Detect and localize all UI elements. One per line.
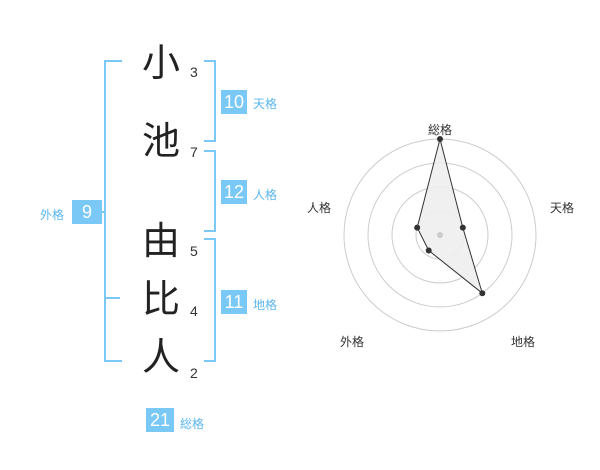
radar-label-chikaku: 地格 [511,334,535,349]
tenkaku-bracket [204,60,216,142]
radar-shape [416,138,484,295]
soukaku-badge: 21 [146,408,174,432]
chikaku-bracket [204,238,216,362]
radar-label-soukaku: 総格 [428,122,452,137]
radar-label-jinkaku: 人格 [307,200,331,215]
stroke-count-4: 4 [190,303,198,319]
jinkaku-bracket [204,150,216,232]
soukaku-label: 総格 [180,417,205,431]
outer-bracket [104,60,122,362]
jinkaku-badge: 12 [221,180,247,204]
gaikaku-badge: 9 [72,200,102,224]
radar-label-tenkaku: 天格 [550,200,574,215]
name-char-5: 人 [141,335,180,379]
stroke-count-2: 7 [190,144,198,160]
radar-point [459,224,466,231]
tenkaku-label: 天格 [253,97,278,111]
name-char-2: 池 [141,119,180,163]
radar-chart: 総格 天格 地格 外格 人格 [307,122,574,349]
outer-bracket-join [104,297,120,299]
radar-point [414,224,421,231]
gaikaku-label: 外格 [40,208,65,222]
tenkaku-badge: 10 [221,90,247,114]
name-char-4: 比 [141,277,180,321]
jinkaku-label: 人格 [253,188,278,202]
name-char-1: 小 [141,41,180,85]
name-char-3: 由 [141,219,180,263]
radar-point [437,136,443,142]
stroke-count-3: 5 [190,243,198,259]
radar-point [479,290,486,297]
chikaku-label: 地格 [253,298,278,312]
stroke-count-1: 3 [190,64,198,80]
radar-label-gaikaku: 外格 [340,334,364,349]
stroke-count-5: 2 [190,365,198,381]
radar-center [437,232,443,238]
radar-point [425,247,432,254]
chikaku-badge: 11 [221,290,247,314]
